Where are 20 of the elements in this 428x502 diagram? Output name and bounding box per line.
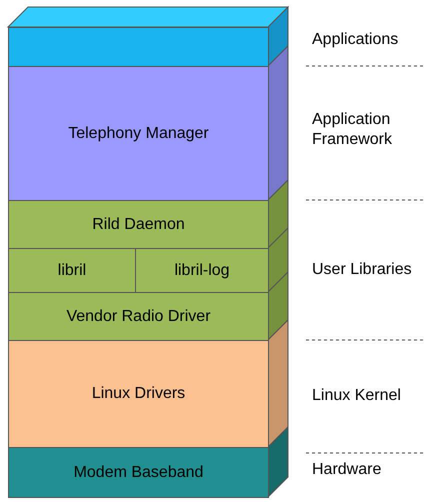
layer-category-label: Linux Kernel — [312, 386, 402, 406]
layer-label: libril — [58, 260, 86, 280]
layer-box — [8, 200, 269, 249]
layer-box — [135, 248, 269, 293]
layer-box — [8, 27, 269, 67]
layer-label: Modem Baseband — [74, 462, 204, 482]
layer-category-label: User Libraries — [312, 260, 413, 280]
layer-category-label: Applications — [312, 30, 400, 50]
layer-label: Rild Daemon — [92, 214, 185, 234]
layer-category-label: Application Framework — [312, 110, 394, 150]
layer-box — [8, 447, 269, 498]
layer-label: Telephony Manager — [68, 124, 209, 144]
layer-category-label: Hardware — [312, 460, 382, 480]
layer-label: Vendor Radio Driver — [66, 306, 211, 326]
layer-box — [8, 248, 136, 293]
layer-label: Linux Drivers — [92, 384, 186, 404]
layer-label: libril-log — [174, 260, 230, 280]
layer-box — [8, 66, 269, 201]
layer-box — [8, 292, 269, 341]
layer-box — [8, 340, 269, 448]
